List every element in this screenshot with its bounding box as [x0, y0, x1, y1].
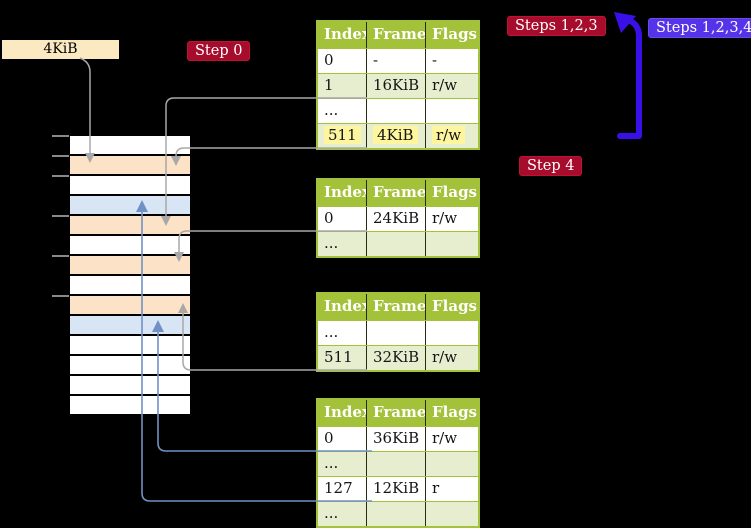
table-row: 511 4KiB r/w: [318, 123, 478, 148]
table-cell: ...: [318, 502, 367, 526]
memory-frame-row-11: [70, 356, 190, 374]
table-row: ...: [318, 98, 478, 123]
table-cell: -: [367, 49, 426, 73]
table-cell: 511: [318, 346, 367, 370]
column-header: Index: [318, 180, 367, 206]
table-cell: [367, 232, 426, 256]
column-header: Flags: [432, 183, 477, 201]
table-cell: 16KiB: [367, 74, 426, 98]
table-cell: r/w: [432, 209, 458, 227]
table-row: ...: [318, 451, 478, 476]
table-row: ...: [318, 231, 478, 256]
table-cell: 127: [318, 477, 367, 501]
table-cell: ...: [318, 321, 367, 345]
table-cell: r/w: [426, 124, 478, 148]
memory-frame-row-0: [70, 136, 190, 154]
table-cell: [426, 321, 478, 345]
address-tick: [52, 295, 69, 297]
highlighted-value: 4KiB: [373, 126, 418, 144]
memory-frame-row-5: [70, 236, 190, 254]
table-cell: 32KiB: [367, 346, 426, 370]
badge-steps-1-2-3-4: Steps 1,2,3,4: [648, 18, 751, 38]
column-header: Index: [318, 22, 367, 48]
address-tick: [52, 215, 69, 217]
arrow-entry511-to-4kib: [171, 147, 367, 166]
address-tick: [52, 255, 69, 257]
address-tick: [52, 175, 69, 177]
memory-frame-row-4: [70, 216, 190, 234]
table-cell: [426, 502, 478, 526]
memory-frame-row-3: [70, 196, 190, 214]
memory-frame-row-13: [70, 396, 190, 414]
table-cell: r: [432, 479, 440, 497]
column-header: Index: [318, 294, 367, 320]
table-cell: 1: [318, 74, 367, 98]
table-cell: [426, 232, 478, 256]
column-header: Flags: [432, 403, 477, 421]
table-cell: 0: [318, 207, 367, 231]
arrow-steps-loop: [614, 12, 642, 139]
memory-frame-row-1: [70, 156, 190, 174]
memory-frame-row-8: [70, 296, 190, 314]
badge-steps-1-2-3: Steps 1,2,3: [507, 16, 606, 36]
memory-frame-row-2: [70, 176, 190, 194]
highlighted-value: r/w: [432, 126, 466, 144]
memory-frame-row-6: [70, 256, 190, 274]
table-cell: [367, 502, 426, 526]
table-cell: r/w: [432, 348, 458, 366]
column-header: Frame: [367, 294, 426, 320]
table-cell: [426, 452, 478, 476]
table-cell: [367, 99, 426, 123]
address-tick: [52, 135, 69, 137]
table-cell: r/w: [432, 76, 458, 94]
table-cell: 36KiB: [367, 427, 426, 451]
table-cell: [426, 99, 478, 123]
badge-step-4: Step 4: [519, 156, 583, 176]
table-row: ...: [318, 320, 478, 345]
badge-step-0: Step 0: [187, 41, 251, 61]
memory-frame-row-9: [70, 316, 190, 334]
table-row: ...: [318, 501, 478, 526]
table-cell: -: [432, 51, 438, 69]
table-cell: [367, 321, 426, 345]
table-cell: 0: [318, 49, 367, 73]
table-cell: 511: [318, 124, 367, 148]
memory-frame-row-12: [70, 376, 190, 394]
table-cell: ...: [318, 232, 367, 256]
table-cell: r/w: [432, 429, 458, 447]
column-header: Frame: [367, 22, 426, 48]
table-cell: 4KiB: [367, 124, 426, 148]
memory-frame-row-7: [70, 276, 190, 294]
table-cell: [367, 452, 426, 476]
column-header: Flags: [432, 25, 477, 43]
table-cell: ...: [318, 452, 367, 476]
column-header: Frame: [367, 400, 426, 426]
memory-frame-row-10: [70, 336, 190, 354]
highlighted-value: 511: [324, 126, 361, 144]
table-cell: 12KiB: [367, 477, 426, 501]
address-tick: [52, 155, 69, 157]
table-row: 0--: [318, 48, 478, 73]
column-header: Frame: [367, 180, 426, 206]
frame-size-label: 4KiB: [2, 40, 119, 59]
table-cell: ...: [318, 99, 367, 123]
memory-column: [70, 136, 190, 416]
column-header: Index: [318, 400, 367, 426]
column-header: Flags: [432, 297, 477, 315]
table-cell: 24KiB: [367, 207, 426, 231]
table-cell: 0: [318, 427, 367, 451]
